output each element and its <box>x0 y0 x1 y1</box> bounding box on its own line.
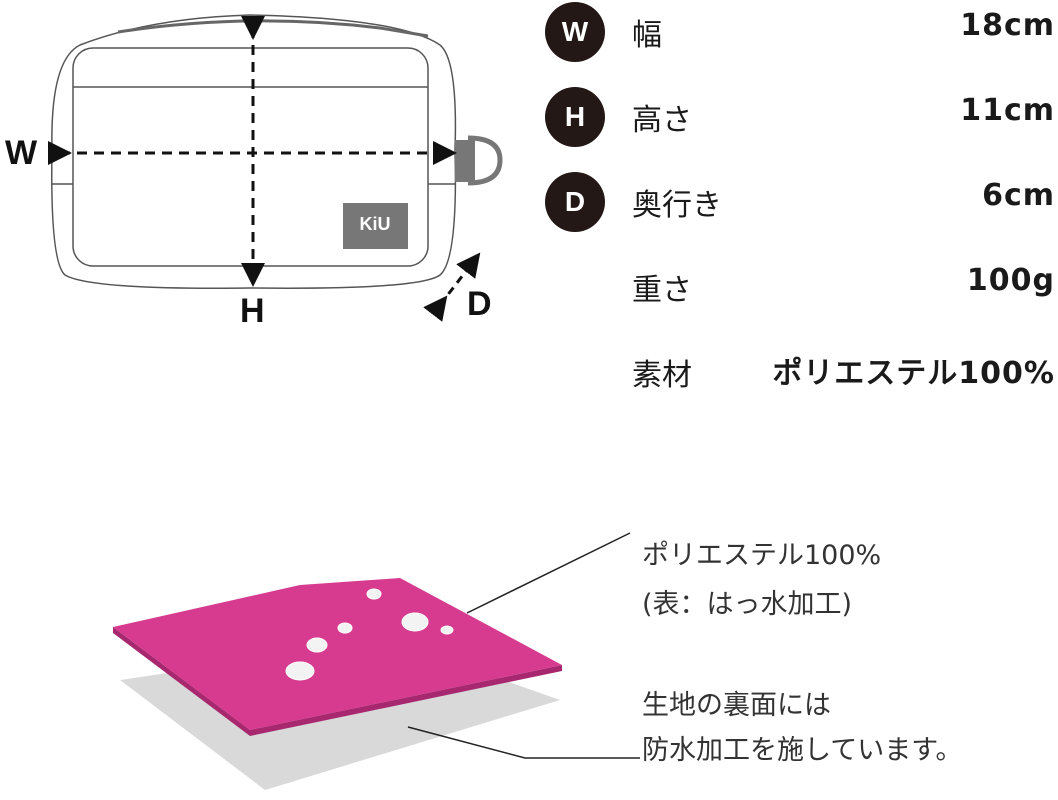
d-ring-icon <box>455 135 503 186</box>
d-badge-icon: D <box>545 172 605 232</box>
spec-label: 幅 <box>632 18 662 53</box>
kiu-logo: KiU <box>343 203 408 249</box>
water-drop-icon <box>285 588 454 681</box>
svg-text:KiU: KiU <box>360 214 391 234</box>
fabric-top <box>113 578 562 730</box>
fabric-top-text: ポリエステル100% <box>642 540 882 571</box>
spec-label: 重さ <box>632 273 692 308</box>
depth-label: D <box>467 285 492 323</box>
fabric-bottom-subtext: 防水加工を施しています。 <box>642 735 963 766</box>
spec-row-material: 素材 ポリエステル100% <box>545 342 1055 402</box>
spec-row-width: W 幅 18cm <box>545 2 1055 62</box>
spec-label: 奥行き <box>632 188 722 223</box>
fabric-bottom-text: 生地の裏面には <box>642 690 831 721</box>
depth-arrow <box>423 252 481 322</box>
h-badge-icon: H <box>545 87 605 147</box>
fabric-top-subtext: (表：はっ水加工) <box>642 589 853 620</box>
width-label: W <box>5 134 38 172</box>
height-label: H <box>240 292 265 330</box>
fabric-edge <box>113 627 562 736</box>
spec-value: 11cm <box>960 93 1055 128</box>
spec-value: 6cm <box>982 178 1055 213</box>
callout-line-bottom <box>407 726 640 759</box>
fabric-illustration <box>113 578 562 790</box>
spec-value: 100g <box>966 263 1055 298</box>
w-badge-icon: W <box>545 2 605 62</box>
spec-label: 素材 <box>632 358 692 393</box>
spec-value: 18cm <box>960 8 1055 43</box>
spec-row-height: H 高さ 11cm <box>545 87 1055 147</box>
spec-label: 高さ <box>632 103 692 138</box>
callout-line-top <box>466 532 631 614</box>
spec-row-weight: 重さ 100g <box>545 257 1055 317</box>
spec-row-depth: D 奥行き 6cm <box>545 172 1055 232</box>
spec-value: ポリエステル100% <box>772 356 1055 391</box>
